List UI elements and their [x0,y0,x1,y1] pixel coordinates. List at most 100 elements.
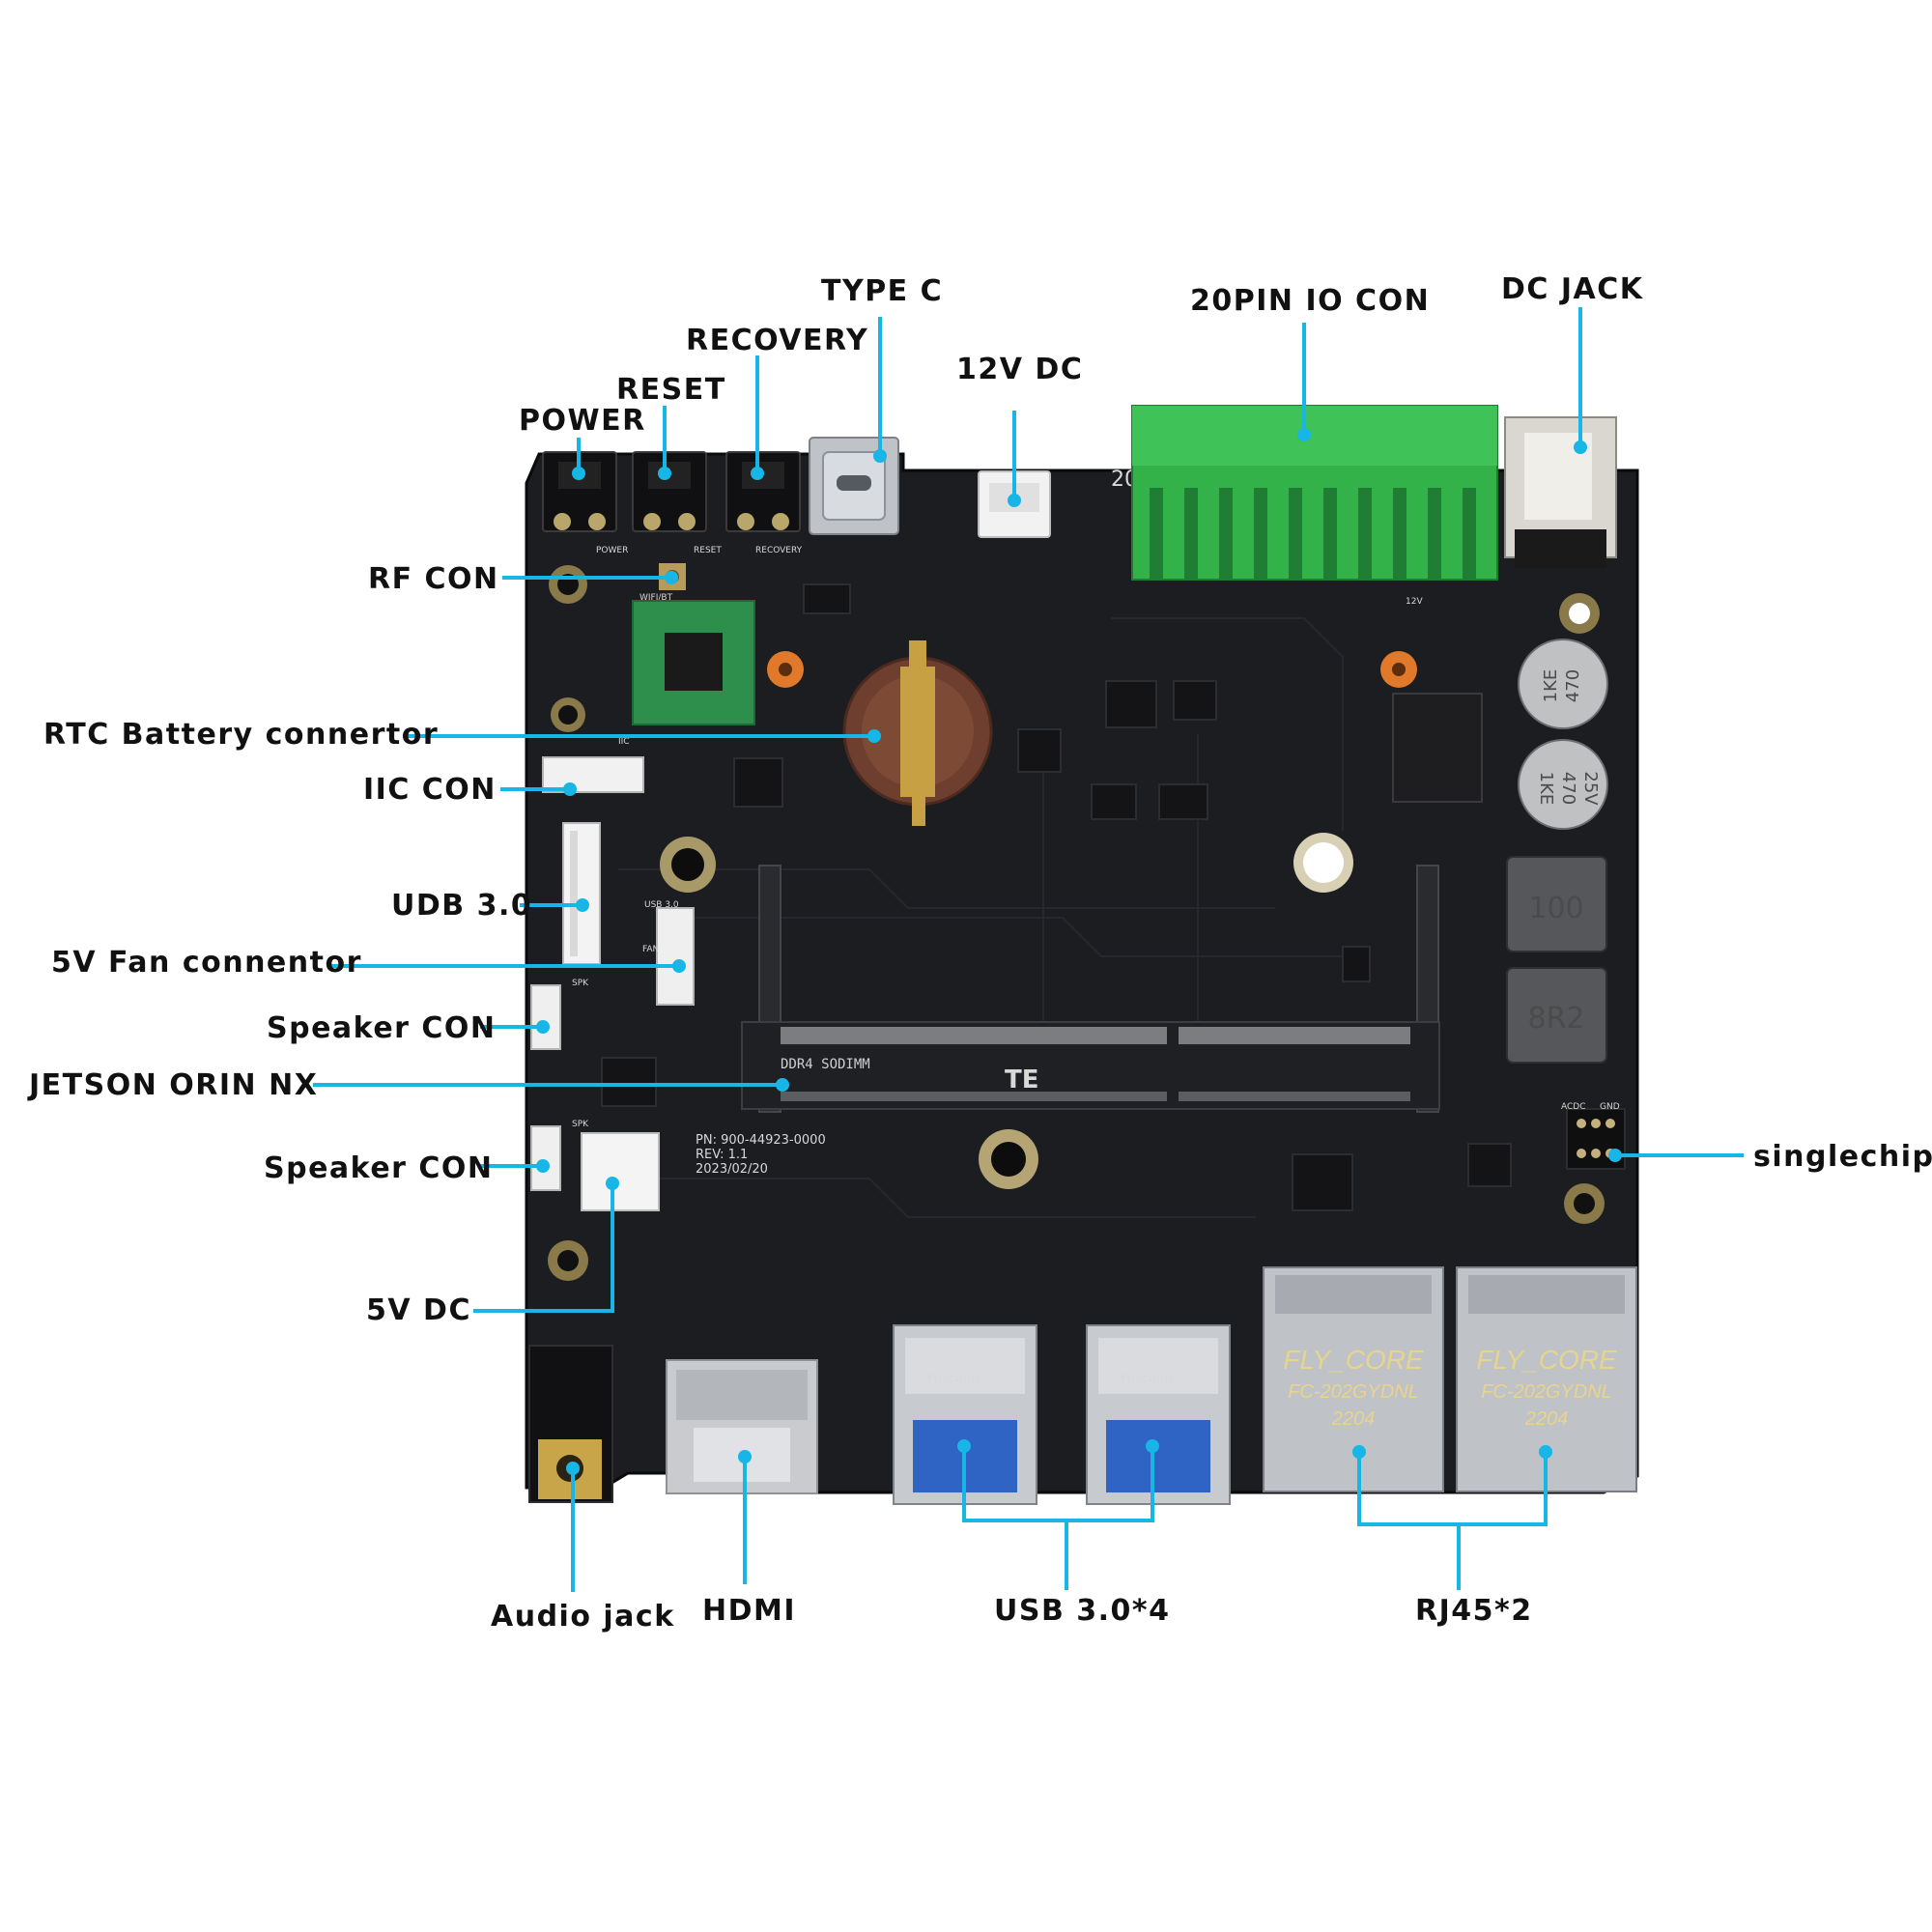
label-udb: UDB 3.0 [391,889,532,923]
dot-speaker-1 [536,1020,550,1034]
silk-ddr: DDR4 SODIMM [781,1057,870,1072]
label-jetson: JETSON ORIN NX [27,1068,318,1102]
rj45-port-2 [1456,1266,1637,1492]
inductor-100-label: 100 [1528,892,1583,925]
silk-12v: 12V [1406,597,1423,607]
speaker-connector-2 [530,1125,561,1191]
cap-1-a: 1KE [1541,669,1561,703]
label-iic-con: IIC CON [363,773,497,807]
usb-brand-1: Foxconn [927,1372,980,1386]
leader-rj45 [1357,1452,1548,1526]
board-date: 2023/02/20 [696,1162,768,1177]
cap-2-b: 470 [1558,772,1578,805]
label-reset: RESET [616,373,726,407]
silk-acdc: ACDC [1561,1102,1586,1112]
dot-jetson [776,1078,789,1092]
label-hdmi: HDMI [702,1594,796,1628]
jetson-sodimm-socket [741,865,1440,1113]
iic-connector [542,756,644,793]
standoffs [767,651,1417,688]
silk-gnd: GND [1600,1102,1620,1112]
leader-usb [962,1446,1154,1522]
rj45-model-1: FC-202GYDNL [1288,1381,1419,1403]
power-components [1392,639,1608,1064]
leader-5v-dc [473,1183,614,1313]
silk-wifi: WIFI/BT [639,593,673,603]
dot-12v [1008,494,1021,507]
cap-1-b: 470 [1563,669,1583,702]
dot-usb-1 [957,1439,971,1453]
silk-spk-1: SPK [572,979,589,988]
type-c-connector [809,437,899,535]
dot-rj45-2 [1539,1445,1552,1459]
rj45-code-1: 2204 [1331,1408,1376,1430]
dot-rf [665,571,678,584]
label-rtc-battery: RTC Battery connertor [43,718,439,752]
label-rf-con: RF CON [368,562,499,596]
cap-2-c: 25V [1580,771,1601,806]
reset-button [632,451,707,532]
dot-reset [658,467,671,480]
callout-labels: POWER RESET RECOVERY TYPE C 12V DC 20PIN… [27,272,1932,1634]
label-speaker-1: Speaker CON [267,1011,497,1045]
silk-iic: IIC [618,737,630,747]
inductor-8r2-label: 8R2 [1527,1002,1584,1036]
label-speaker-2: Speaker CON [264,1151,494,1185]
hdmi-port [666,1359,818,1494]
io-terminal-block [1131,405,1498,581]
fan-connector [656,907,695,1006]
rj45-port-1 [1263,1266,1444,1492]
dot-fan [672,959,686,973]
dot-5v-dc [606,1177,619,1190]
label-power: POWER [519,404,646,438]
silk-power: POWER [596,546,628,555]
dot-dc-jack [1574,440,1587,454]
silk-fan: FAN [642,945,659,954]
label-singlechip: singlechip [1753,1140,1932,1174]
dot-recovery [751,467,764,480]
leader-lines [313,307,1744,1592]
rj45-code-2: 2204 [1524,1408,1569,1430]
label-usb: USB 3.0*4 [994,1594,1170,1628]
te-logo: TE [1005,1065,1039,1094]
recovery-button [725,451,801,532]
label-type-c: TYPE C [821,274,943,308]
dot-rj45-1 [1352,1445,1366,1459]
silk-reset: RESET [694,546,722,555]
leader-end-dots [536,428,1622,1475]
label-20pin-io: 20PIN IO CON [1190,284,1430,318]
silk-usb: USB 3.0 [644,900,679,910]
dot-udb [576,898,589,912]
rj45-brand-1: FLY_CORE [1283,1345,1424,1375]
usb-port-stack-2 [1086,1324,1231,1505]
label-recovery: RECOVERY [686,324,868,357]
dot-20pin [1297,428,1311,441]
silk-recovery: RECOVERY [755,546,803,555]
label-dc-jack: DC JACK [1501,272,1644,306]
rtc-battery-holder [842,640,993,826]
dot-singlechip [1608,1149,1622,1162]
label-5v-dc: 5V DC [366,1293,471,1327]
board-pn: PN: 900-44923-0000 [696,1133,826,1148]
board-ics [601,583,1512,1211]
rj45-brand-2: FLY_CORE [1476,1345,1617,1375]
dot-speaker-2 [536,1159,550,1173]
dot-power [572,467,585,480]
dot-iic [563,782,577,796]
label-rj45: RJ45*2 [1415,1594,1533,1628]
dc-5v-connector [581,1132,660,1211]
label-audio-jack: Audio jack [491,1600,675,1634]
dc-jack [1504,416,1617,568]
usb-brand-2: Foxconn [1121,1372,1173,1386]
dot-type-c [873,449,887,463]
label-12v-dc: 12V DC [956,353,1083,386]
udb-connector [562,822,601,965]
wifi-module [632,600,755,725]
dot-usb-2 [1146,1439,1159,1453]
rj45-model-2: FC-202GYDNL [1481,1381,1612,1403]
dot-audio [566,1462,580,1475]
silk-spk-2: SPK [572,1120,589,1129]
speaker-connector-1 [530,984,561,1050]
dot-rtc [867,729,881,743]
